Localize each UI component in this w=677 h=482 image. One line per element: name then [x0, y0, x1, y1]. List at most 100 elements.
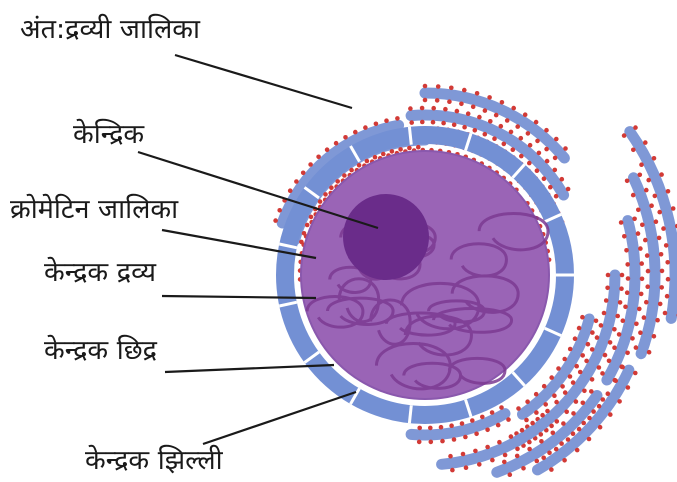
ribosome-dot	[436, 84, 441, 89]
ribosome-dot	[618, 300, 623, 305]
ribosome-dot	[420, 120, 425, 125]
ribosome-dot	[590, 330, 595, 335]
ribosome-dot	[496, 423, 501, 428]
ribosome-dot	[666, 189, 671, 194]
ribosome-dot	[640, 223, 645, 228]
ribosome-dot	[574, 364, 579, 369]
nuclear-pore	[409, 127, 411, 145]
ribosome-dot	[462, 125, 467, 130]
ribosome-dot	[619, 220, 624, 225]
ribosome-dot	[630, 336, 635, 341]
ribosome-dot	[615, 314, 620, 319]
ribosome-dot	[519, 154, 524, 159]
ribosome-dot	[652, 156, 657, 161]
ribosome-dot	[602, 311, 607, 316]
ribosome-dot	[288, 188, 293, 193]
leader-line-er	[175, 55, 352, 108]
ribosome-dot	[645, 284, 650, 289]
ribosome-dot	[638, 330, 643, 335]
ribosome-dot	[663, 311, 668, 316]
ribosome-dot	[607, 359, 612, 364]
ribosome-dot	[535, 168, 540, 173]
ribosome-dot	[554, 194, 559, 199]
ribosome-dot	[395, 116, 400, 121]
ribosome-dot	[335, 179, 340, 184]
ribosome-dot	[505, 118, 510, 123]
ribosome-dot	[357, 163, 362, 168]
ribosome-dot	[556, 366, 561, 371]
ribosome-dot	[560, 177, 565, 182]
ribosome-dot	[497, 440, 502, 445]
ribosome-dot	[502, 142, 507, 147]
ribosome-dot	[390, 149, 395, 154]
ribosome-dot	[595, 335, 600, 340]
ribosome-dot	[302, 231, 307, 236]
ribosome-dot	[575, 448, 580, 453]
ribosome-dot	[624, 248, 629, 253]
ribosome-dot	[577, 427, 582, 432]
ribosome-dot	[552, 393, 557, 398]
ribosome-dot	[500, 100, 505, 105]
label-chromatin-network: क्रोमेटिन जालिका	[10, 196, 178, 223]
ribosome-dot	[409, 120, 414, 125]
ribosome-dot	[542, 384, 547, 389]
ribosome-dot	[448, 454, 453, 459]
ribosome-dot	[323, 192, 328, 197]
ribosome-dot	[463, 435, 468, 440]
ribosome-dot	[535, 139, 540, 144]
ribosome-dot	[374, 122, 379, 127]
ribosome-dot	[584, 359, 589, 364]
ribosome-dot	[511, 147, 516, 152]
ribosome-dot	[535, 459, 540, 464]
ribosome-dot	[440, 439, 445, 444]
ribosome-dot	[581, 421, 586, 426]
ribosome-dot	[408, 106, 413, 111]
ribosome-dot	[554, 137, 559, 142]
nucleolus	[343, 194, 429, 280]
ribosome-dot	[471, 105, 476, 110]
ribosome-dot	[622, 234, 627, 239]
ribosome-dot	[524, 418, 529, 423]
ribosome-dot	[508, 472, 513, 477]
ribosome-dot	[530, 421, 535, 426]
ribosome-dot	[578, 370, 583, 375]
ribosome-dot	[577, 326, 582, 331]
ribosome-dot	[582, 389, 587, 394]
ribosome-dot	[625, 179, 630, 184]
ribosome-dot	[620, 365, 625, 370]
ribosome-dot	[455, 109, 460, 114]
ribosome-dot	[563, 146, 568, 151]
ribosome-dot	[464, 465, 469, 470]
ribosome-dot	[587, 416, 592, 421]
ribosome-dot	[580, 315, 585, 320]
ribosome-dot	[541, 456, 546, 461]
ribosome-dot	[608, 340, 613, 345]
ribosome-dot	[612, 327, 617, 332]
ribosome-dot	[439, 425, 444, 430]
ribosome-dot	[665, 260, 670, 265]
ribosome-dot	[540, 413, 545, 418]
ribosome-dot	[634, 322, 639, 327]
ribosome-dot	[273, 218, 278, 223]
ribosome-dot	[509, 434, 514, 439]
ribosome-dot	[649, 203, 654, 208]
ribosome-dot	[466, 111, 471, 116]
ribosome-dot	[516, 406, 521, 411]
ribosome-dot	[353, 130, 358, 135]
ribosome-dot	[599, 323, 604, 328]
ribosome-dot	[452, 123, 457, 128]
ribosome-dot	[428, 426, 433, 431]
ribosome-dot	[548, 185, 553, 190]
ribosome-dot	[636, 208, 641, 213]
ribosome-dot	[580, 353, 585, 358]
ribosome-dot	[606, 391, 611, 396]
ribosome-dot	[447, 99, 452, 104]
ribosome-dot	[473, 128, 478, 133]
ribosome-dot	[462, 88, 467, 93]
ribosome-dot	[470, 418, 475, 423]
ribosome-dot	[521, 466, 526, 471]
ribosome-dot	[566, 187, 571, 192]
nuclear-pore	[409, 405, 411, 423]
ribosome-dot	[647, 350, 652, 355]
ribosome-dot	[660, 269, 665, 274]
